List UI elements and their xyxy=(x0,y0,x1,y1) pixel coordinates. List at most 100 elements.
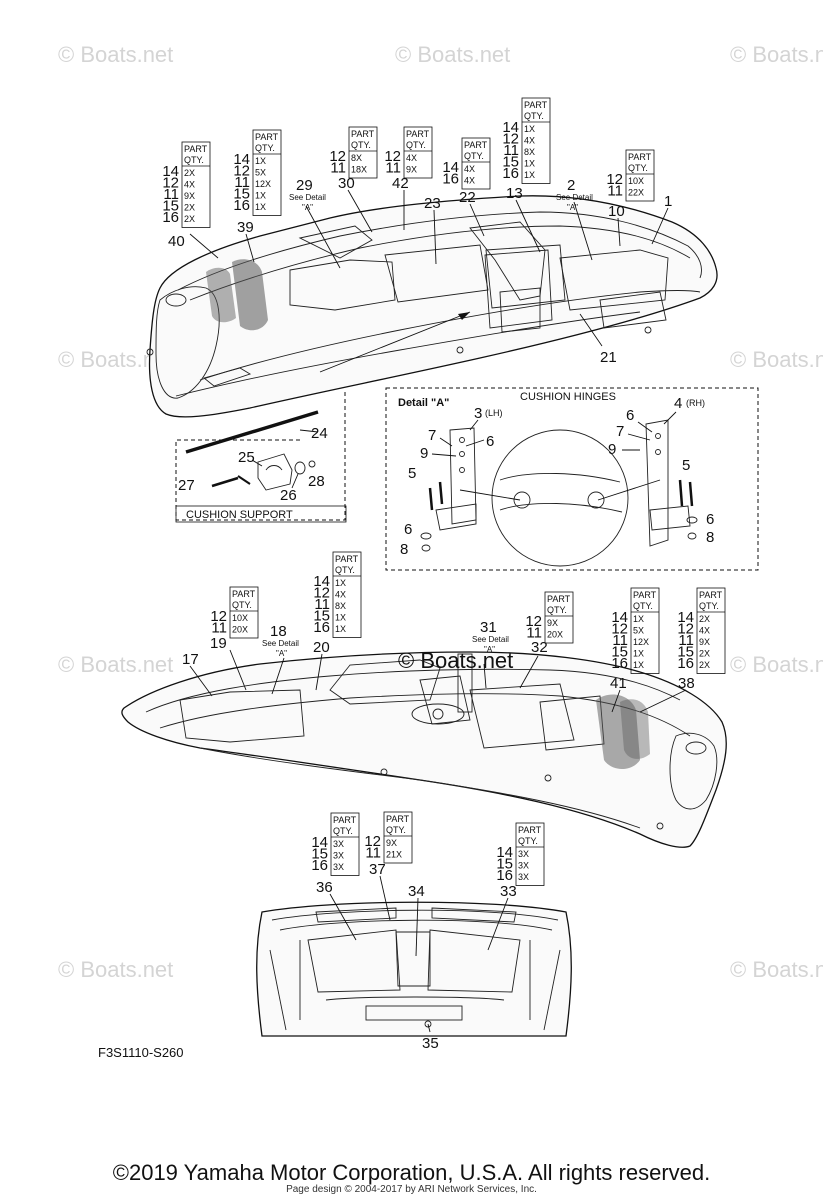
qty-table-part-ref: 16 xyxy=(313,619,330,636)
qty-table-part-ref: 16 xyxy=(233,197,250,214)
qty-table-part-ref: 12 xyxy=(677,621,694,638)
part-number-42: 42 xyxy=(392,175,409,192)
qty-table-part-ref: 12 xyxy=(162,175,179,192)
qty-table-part-ref: 14 xyxy=(313,573,330,590)
part-number-27: 27 xyxy=(178,477,195,494)
qty-table-part-ref: 14 xyxy=(162,163,179,180)
qty-table-quantity: 8X xyxy=(524,147,535,157)
qty-table-quantity: 1X xyxy=(524,124,535,134)
qty-table-header: QTY. xyxy=(406,140,426,150)
qty-table-border xyxy=(332,551,362,638)
qty-table-header: QTY. xyxy=(464,151,484,161)
qty-table-header: QTY. xyxy=(633,601,653,611)
qty-table-quantity: 3X xyxy=(518,872,529,882)
qty-table-quantity: 12X xyxy=(633,637,649,647)
qty-table-part-ref: 12 xyxy=(502,131,519,148)
watermark: © Boats.net xyxy=(395,42,510,67)
qty-table-quantity: 2X xyxy=(699,614,710,624)
qty-table-quantity: 1X xyxy=(633,649,644,659)
qty-table-quantity: 2X xyxy=(184,203,195,213)
part-number-5: 5 xyxy=(408,465,416,482)
part-number-8: 8 xyxy=(706,529,714,546)
part-number-29: 29 xyxy=(296,177,313,194)
watermark: © Boats.net xyxy=(58,42,173,67)
detail-ref-label: "A" xyxy=(567,203,578,212)
part-number-19: 19 xyxy=(210,635,227,652)
part-number-13: 13 xyxy=(506,185,523,202)
qty-table-quantity: 3X xyxy=(333,851,344,861)
qty-table-header: PART xyxy=(184,144,208,154)
qty-table-header: QTY. xyxy=(699,601,719,611)
part-number-33: 33 xyxy=(500,883,517,900)
qty-table-part-ref: 16 xyxy=(311,857,328,874)
qty-table-part-ref: 11 xyxy=(330,160,346,177)
part-number-7: 7 xyxy=(616,423,624,440)
qty-table-quantity: 21X xyxy=(386,850,402,860)
watermark: © Boats.net xyxy=(730,957,823,982)
qty-table-part-ref: 12 xyxy=(210,608,227,625)
qty-table-header: PART xyxy=(633,590,657,600)
part-number-18: 18 xyxy=(270,623,287,640)
qty-table-header: PART xyxy=(335,554,359,564)
qty-table-header: PART xyxy=(333,815,357,825)
qty-table-part-ref: 16 xyxy=(677,655,694,672)
qty-table-quantity: 1X xyxy=(255,156,266,166)
qty-table-part-ref: 15 xyxy=(233,186,250,203)
cushion-hinges-title: CUSHION HINGES xyxy=(520,391,616,403)
qty-table-border xyxy=(383,811,413,864)
qty-table-quantity: 4X xyxy=(699,626,710,636)
qty-table-quantity: 8X xyxy=(351,153,362,163)
qty-table-part-ref: 11 xyxy=(503,142,519,159)
part-number-7: 7 xyxy=(428,427,436,444)
qty-table-quantity: 1X xyxy=(524,170,535,180)
qty-table-border xyxy=(348,126,378,179)
qty-table-part-ref: 16 xyxy=(502,165,519,182)
part-number-1: 1 xyxy=(664,193,672,210)
qty-table-part-ref: 12 xyxy=(329,148,346,165)
part-number-31: 31 xyxy=(480,619,497,636)
qty-table-part-ref: 11 xyxy=(385,160,401,177)
part-number-41: 41 xyxy=(610,675,627,692)
watermark: © Boats.net xyxy=(730,42,823,67)
qty-table-quantity: 1X xyxy=(335,578,346,588)
qty-table-part-ref: 12 xyxy=(364,833,381,850)
qty-table-quantity: 10X xyxy=(628,176,644,186)
qty-table-part-ref: 12 xyxy=(525,613,542,630)
qty-table-header: QTY. xyxy=(386,825,406,835)
qty-table-quantity: 3X xyxy=(333,862,344,872)
qty-table-part-ref: 15 xyxy=(313,608,330,625)
qty-table-border xyxy=(181,141,211,228)
qty-table-quantity: 1X xyxy=(335,613,346,623)
qty-table-header: PART xyxy=(386,814,410,824)
qty-table-quantity: 2X xyxy=(699,660,710,670)
part-number-4: 4 xyxy=(674,395,682,412)
qty-table-part-ref: 11 xyxy=(365,845,381,862)
qty-table-quantity: 4X xyxy=(335,590,346,600)
qty-table-header: QTY. xyxy=(184,155,204,165)
cushion-support-title: CUSHION SUPPORT xyxy=(186,509,293,521)
qty-table-header: QTY. xyxy=(333,826,353,836)
qty-table-header: QTY. xyxy=(232,600,252,610)
qty-table-header: QTY. xyxy=(547,605,567,615)
part-number-2: 2 xyxy=(567,177,575,194)
part-number-40: 40 xyxy=(168,233,185,250)
watermark: © Boats.net xyxy=(58,652,173,677)
qty-table-part-ref: 15 xyxy=(677,644,694,661)
qty-table-quantity: 20X xyxy=(547,630,563,640)
qty-table-part-ref: 14 xyxy=(496,844,513,861)
qty-table-quantity: 3X xyxy=(518,861,529,871)
qty-table-header: QTY. xyxy=(628,163,648,173)
qty-table-border xyxy=(403,126,433,179)
qty-table-border xyxy=(461,137,491,190)
qty-table-quantity: 9X xyxy=(386,838,397,848)
qty-table-quantity: 3X xyxy=(333,839,344,849)
qty-table-header: QTY. xyxy=(351,140,371,150)
part-number-6: 6 xyxy=(706,511,714,528)
qty-table-part-ref: 14 xyxy=(677,609,694,626)
qty-table-border xyxy=(630,587,660,674)
qty-table-quantity: 4X xyxy=(464,164,475,174)
